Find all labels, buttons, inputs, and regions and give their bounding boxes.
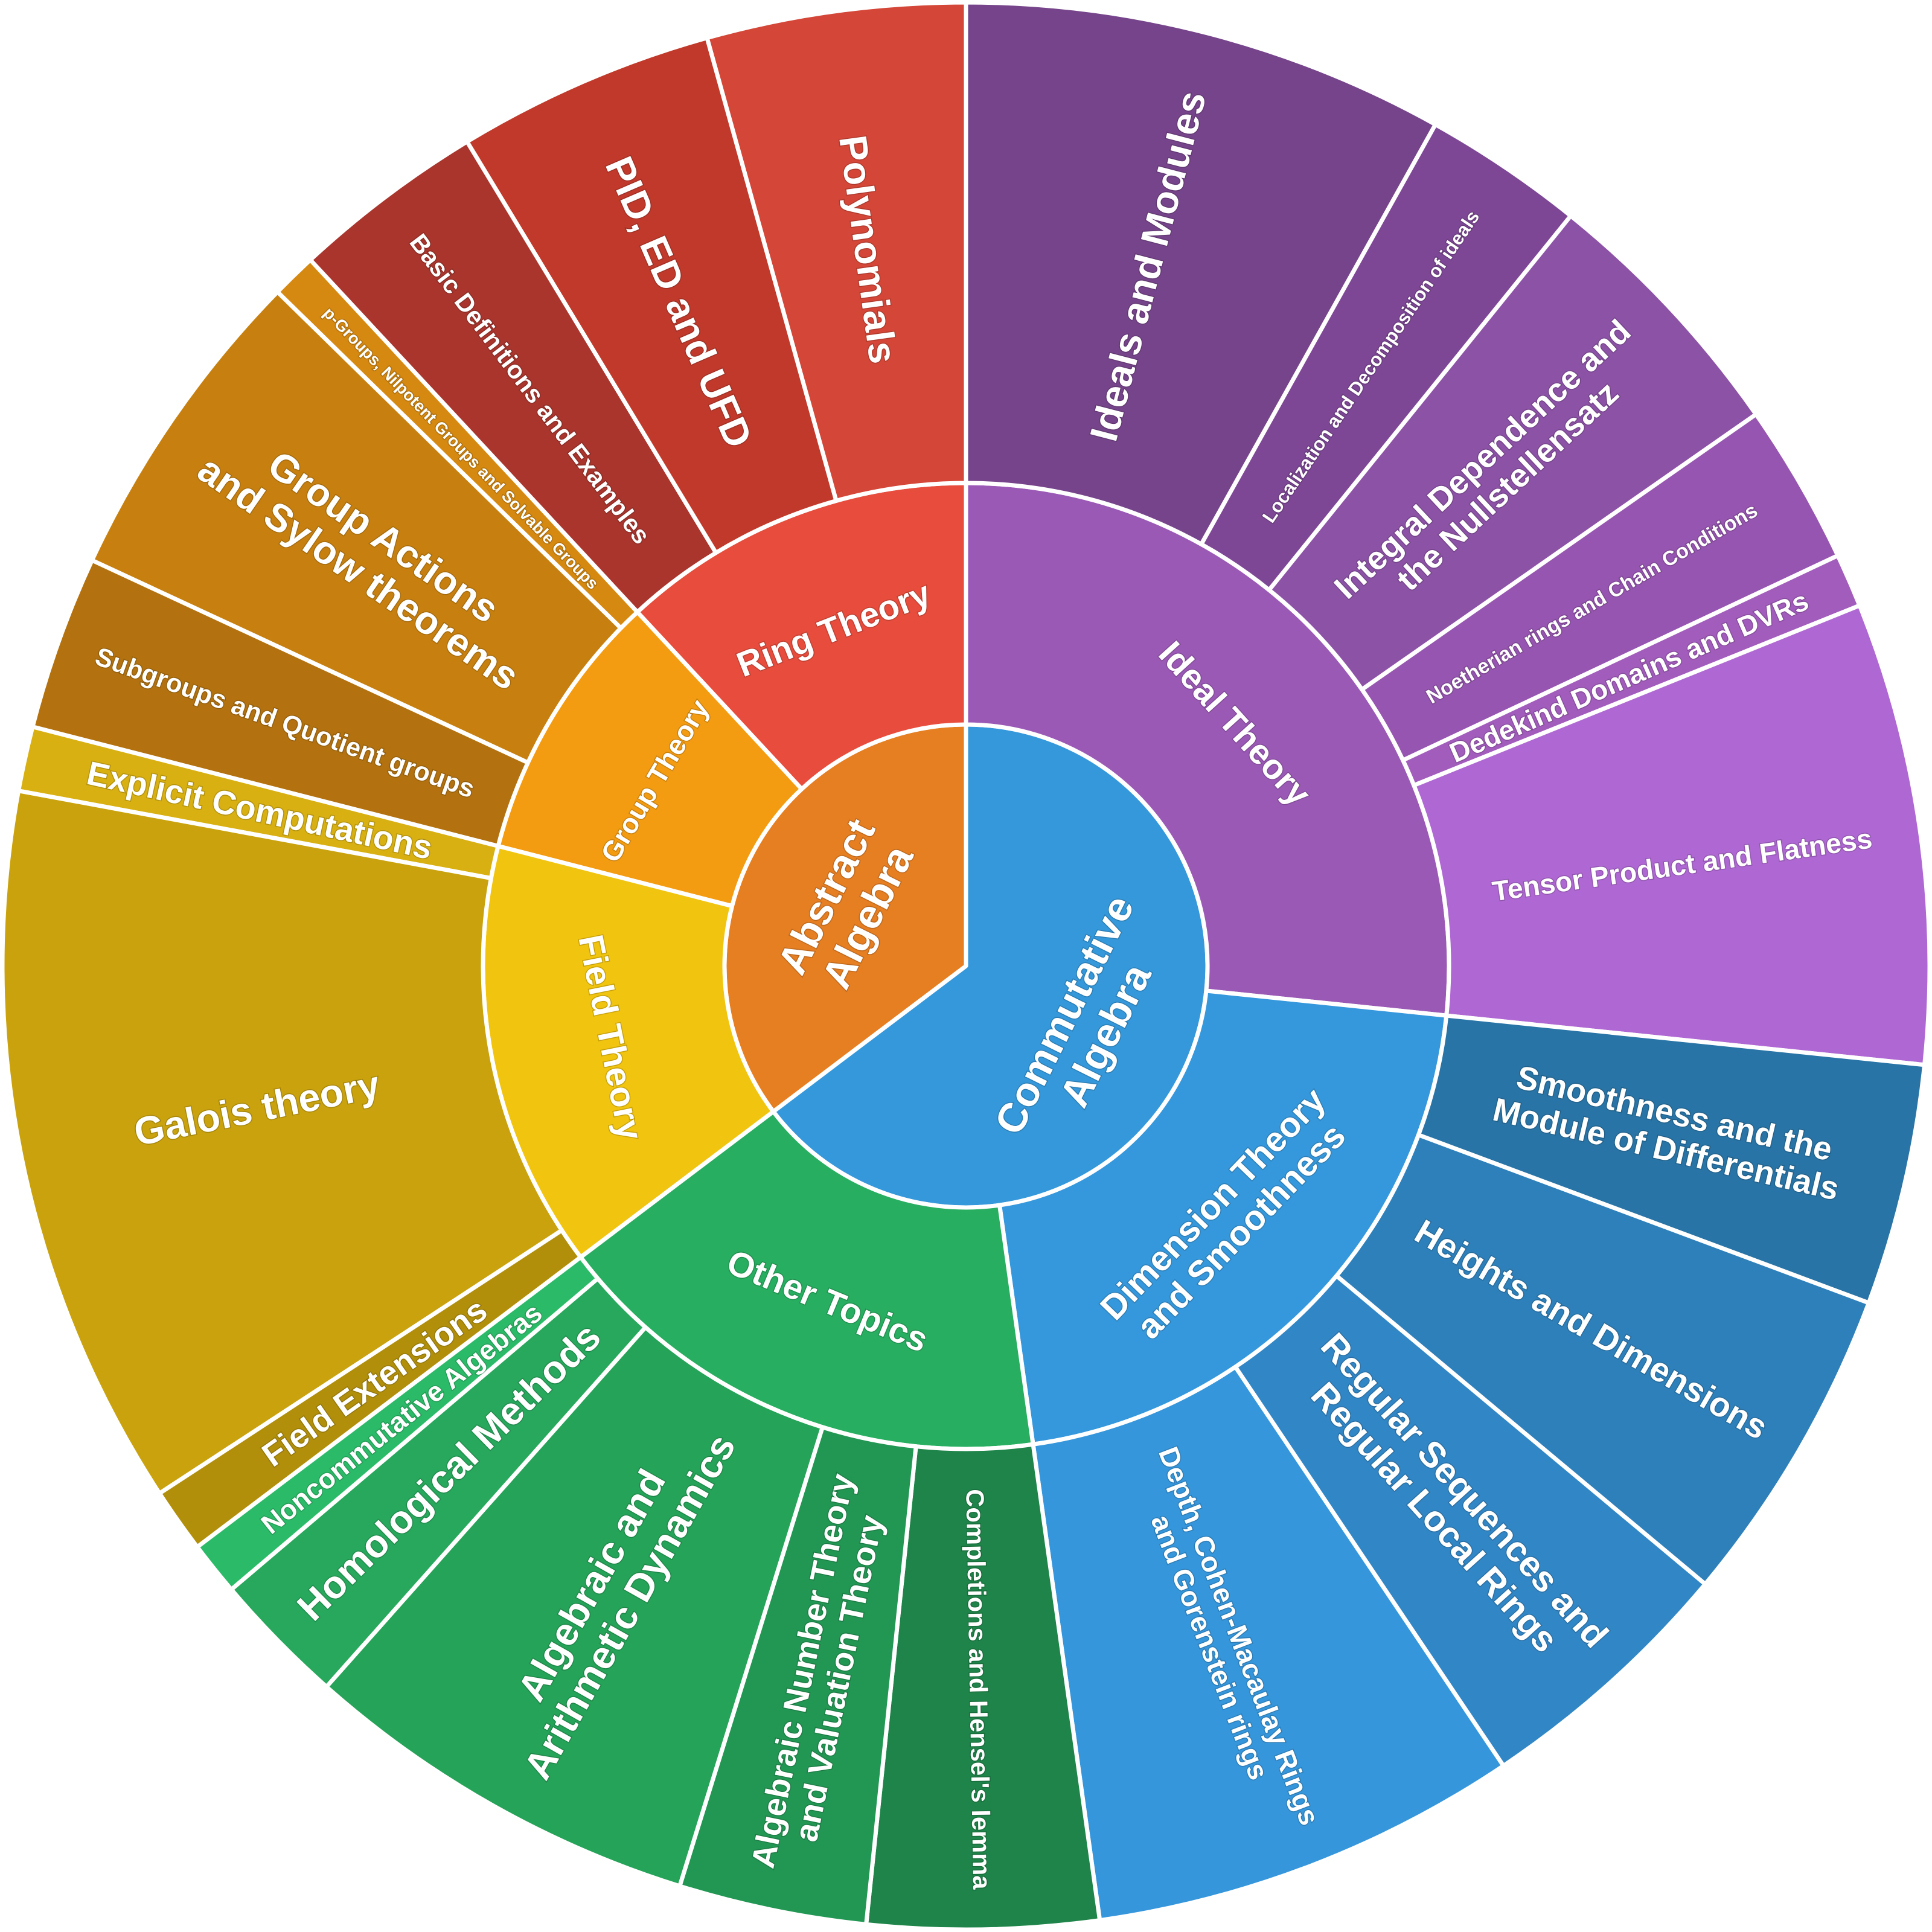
segment-galois-theory[interactable] [0,788,564,1495]
segment-depth-cohen-macaulay-rings-and-gorenstein-rings[interactable] [1031,1364,1506,1923]
segment-explicit-computations[interactable] [16,724,501,881]
segment-group-actions-and-sylow-theorems[interactable] [89,290,623,765]
segment-pid-ed-and-ufd[interactable] [465,36,839,555]
segment-field-extensions[interactable] [157,1228,583,1549]
segment-noncommutative-algebras[interactable] [195,1255,600,1592]
segment-basic-definitions-and-examples[interactable] [308,139,718,615]
segment-algebraic-and-arithmetic-dynamics[interactable] [324,1325,825,1889]
segment-subgroups-and-quotient-groups[interactable] [30,558,530,848]
segment-tensor-product-and-flatness[interactable] [1412,603,1932,1067]
segment-heights-and-dimensions[interactable] [1334,1133,1871,1587]
segment-ideals-and-modules[interactable] [964,0,1438,546]
